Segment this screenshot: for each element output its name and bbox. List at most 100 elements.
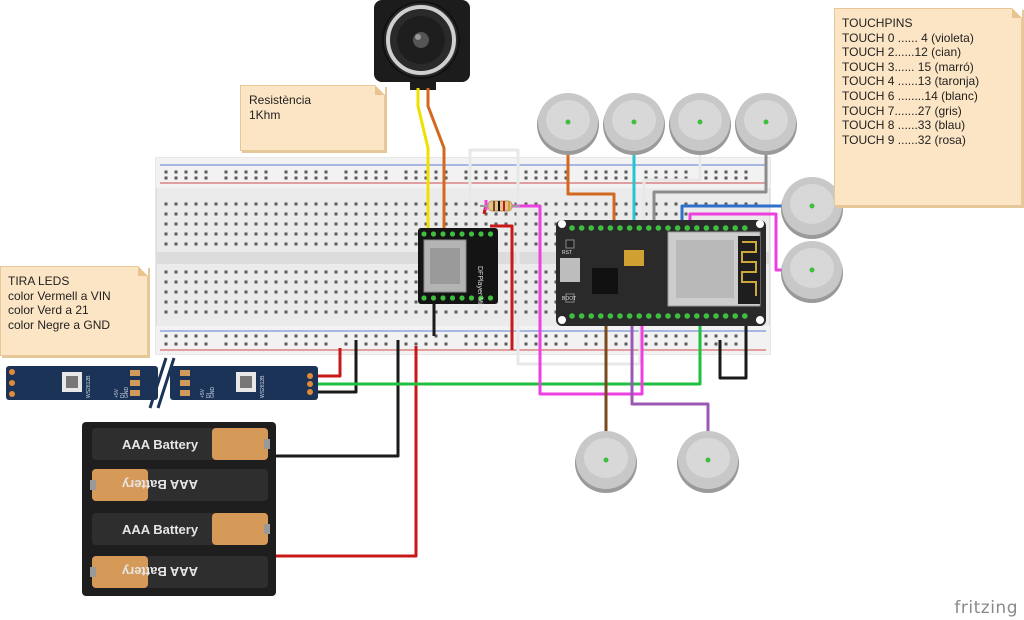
- dfplayer-pin: [459, 231, 465, 237]
- breadboard-hole: [514, 202, 518, 206]
- breadboard-hole: [364, 242, 368, 246]
- breadboard-hole: [684, 334, 688, 338]
- breadboard-hole: [494, 310, 498, 314]
- breadboard-hole: [384, 176, 388, 180]
- breadboard-hole: [264, 242, 268, 246]
- breadboard-hole: [644, 212, 648, 216]
- breadboard-hole: [554, 212, 558, 216]
- breadboard-hole: [244, 280, 248, 284]
- breadboard-hole: [294, 176, 298, 180]
- breadboard-hole: [684, 176, 688, 180]
- breadboard-hole: [214, 300, 218, 304]
- breadboard-hole: [644, 176, 648, 180]
- breadboard-hole: [324, 170, 328, 174]
- breadboard-hole: [644, 170, 648, 174]
- speaker: [374, 0, 470, 90]
- breadboard-hole: [744, 170, 748, 174]
- breadboard-hole: [414, 310, 418, 314]
- breadboard-hole: [564, 334, 568, 338]
- breadboard-hole: [184, 202, 188, 206]
- breadboard-hole: [434, 310, 438, 314]
- breadboard-hole: [564, 170, 568, 174]
- breadboard-hole: [374, 202, 378, 206]
- breadboard-hole: [404, 176, 408, 180]
- breadboard-hole: [464, 202, 468, 206]
- breadboard-hole: [304, 202, 308, 206]
- breadboard-hole: [504, 334, 508, 338]
- breadboard-hole: [534, 242, 538, 246]
- esp32-pin: [636, 225, 642, 231]
- breadboard-hole: [554, 176, 558, 180]
- esp32-pin: [722, 313, 729, 319]
- breadboard-hole: [594, 170, 598, 174]
- breadboard-hole: [314, 300, 318, 304]
- breadboard-hole: [424, 310, 428, 314]
- breadboard-hole: [494, 170, 498, 174]
- breadboard-hole: [734, 176, 738, 180]
- breadboard-hole: [704, 334, 708, 338]
- breadboard-hole: [674, 176, 678, 180]
- breadboard-hole: [584, 170, 588, 174]
- breadboard-hole: [194, 212, 198, 216]
- breadboard-hole: [624, 170, 628, 174]
- breadboard-hole: [364, 334, 368, 338]
- breadboard-hole: [404, 290, 408, 294]
- esp32-pin: [569, 225, 575, 231]
- breadboard-hole: [484, 334, 488, 338]
- breadboard-hole: [404, 232, 408, 236]
- breadboard-hole: [314, 176, 318, 180]
- dfplayer-pin: [468, 295, 475, 301]
- dfplayer-label: DFPlayer Mini: [476, 266, 483, 310]
- breadboard-hole: [404, 212, 408, 216]
- note-line: color Verd a 21: [8, 303, 89, 318]
- breadboard-hole: [654, 334, 658, 338]
- breadboard-hole: [414, 222, 418, 226]
- breadboard-hole: [574, 212, 578, 216]
- breadboard-hole: [164, 242, 168, 246]
- led-pad-label: GND: [210, 387, 216, 399]
- breadboard-hole: [344, 222, 348, 226]
- touch-pad-contact: [809, 203, 815, 209]
- note-line: TOUCH 0 ...... 4 (violeta): [842, 30, 974, 45]
- breadboard-hole: [354, 202, 358, 206]
- breadboard-hole: [194, 310, 198, 314]
- breadboard-hole: [424, 176, 428, 180]
- breadboard-hole: [304, 170, 308, 174]
- esp32-pin: [598, 313, 604, 319]
- breadboard-hole: [714, 176, 718, 180]
- breadboard-hole: [464, 334, 468, 338]
- breadboard-hole: [464, 310, 468, 314]
- breadboard-hole: [234, 212, 238, 216]
- breadboard-hole: [684, 342, 688, 346]
- esp32-pin: [713, 313, 719, 319]
- breadboard-hole: [344, 290, 348, 294]
- breadboard-hole: [434, 170, 438, 174]
- breadboard-hole: [564, 176, 568, 180]
- breadboard-hole: [384, 280, 388, 284]
- breadboard-hole: [694, 202, 698, 206]
- breadboard-hole: [354, 290, 358, 294]
- breadboard-hole: [254, 170, 258, 174]
- breadboard-hole: [544, 212, 548, 216]
- breadboard-hole: [254, 290, 258, 294]
- note-line: TOUCH 2......12 (cian): [842, 45, 962, 60]
- breadboard-hole: [344, 280, 348, 284]
- esp32-pin: [636, 313, 642, 319]
- battery-terminal: [264, 439, 270, 449]
- esp32-pin: [722, 225, 729, 231]
- breadboard-hole: [274, 242, 278, 246]
- breadboard-hole: [504, 222, 508, 226]
- breadboard-hole: [234, 342, 238, 346]
- breadboard-hole: [294, 212, 298, 216]
- breadboard-hole: [494, 176, 498, 180]
- breadboard-hole: [534, 176, 538, 180]
- breadboard-hole: [354, 176, 358, 180]
- breadboard-hole: [534, 222, 538, 226]
- breadboard-hole: [164, 212, 168, 216]
- breadboard-hole: [194, 334, 198, 338]
- breadboard-hole: [654, 342, 658, 346]
- breadboard-hole: [314, 212, 318, 216]
- note-resistor: Resistència 1Khm: [240, 85, 385, 151]
- breadboard-hole: [174, 222, 178, 226]
- breadboard-hole: [324, 290, 328, 294]
